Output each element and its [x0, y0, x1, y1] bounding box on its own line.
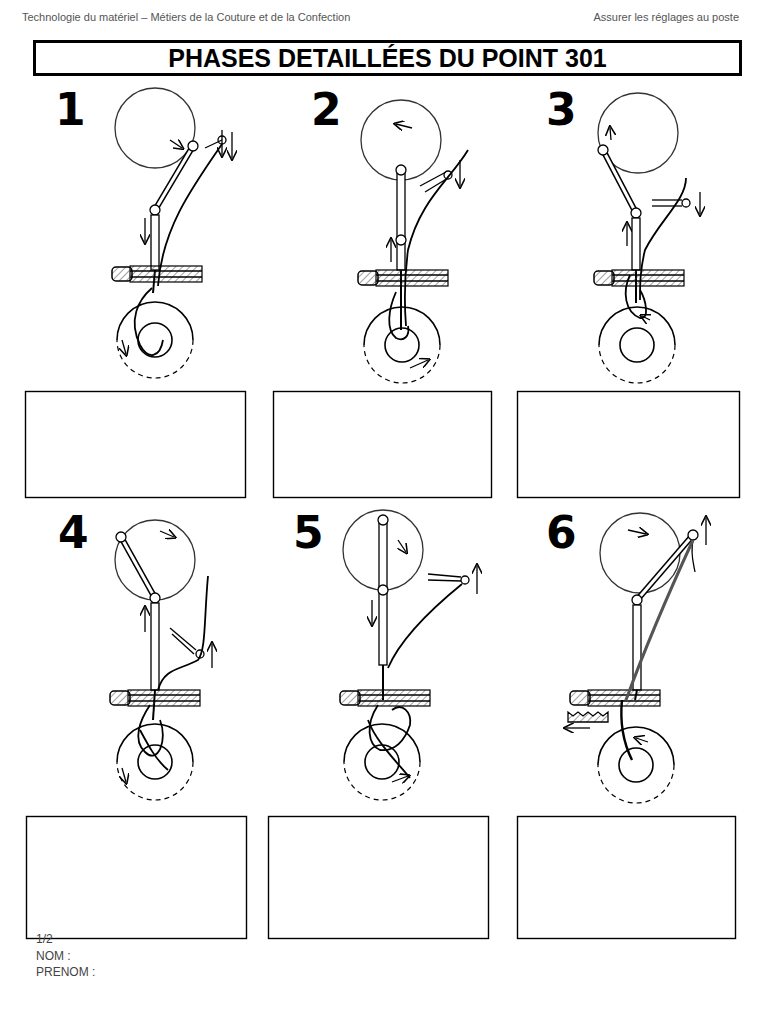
callout-number: 2	[311, 84, 342, 135]
header-text: Technologie du matériel – Métiers de la …	[22, 11, 350, 23]
callout-number: 4	[58, 507, 89, 558]
title-box: PHASES DETAILLÉES DU POINT 301	[33, 40, 742, 76]
header-text: Assurer les réglages au poste	[593, 11, 739, 23]
callout-number: 5	[293, 507, 324, 558]
page-title: PHASES DETAILLÉES DU POINT 301	[168, 44, 607, 73]
page-number: 1/2	[36, 932, 53, 946]
name-field: PRENOM :	[36, 965, 95, 979]
callout-number: 6	[546, 507, 577, 558]
name-field: NOM :	[36, 949, 71, 963]
callout-number: 3	[546, 84, 577, 135]
callout-number: 1	[55, 84, 86, 135]
